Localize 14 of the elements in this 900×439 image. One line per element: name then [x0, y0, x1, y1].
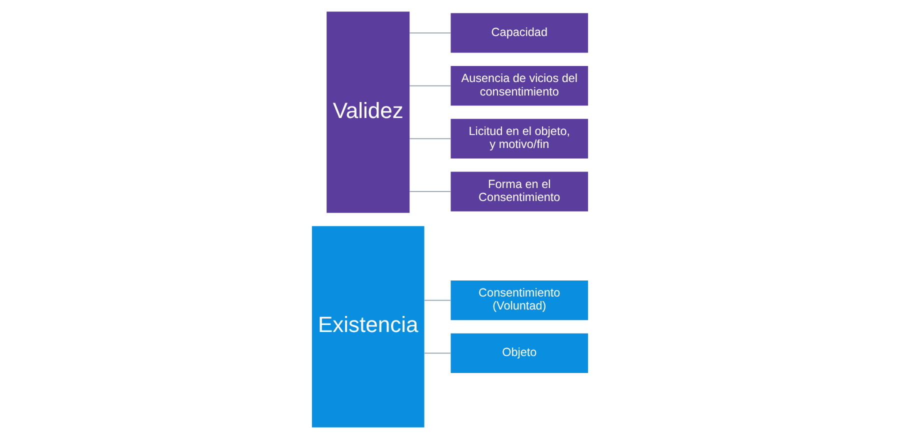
node-box: Existencia: [312, 226, 424, 428]
connector: [409, 138, 452, 140]
node-box: Ausencia de vicios del consentimiento: [450, 66, 588, 106]
node-box: Licitud en el objeto, y motivo/fin: [450, 118, 588, 159]
node-box: Consentimiento (Voluntad): [450, 280, 588, 320]
connector: [409, 32, 452, 34]
connector: [424, 352, 451, 354]
node-box: Forma en el Consentimiento: [450, 172, 588, 212]
connector: [409, 191, 452, 192]
node-box: Objeto: [450, 333, 588, 373]
node-box: Validez: [326, 12, 410, 213]
node-box: Capacidad: [450, 13, 588, 53]
connector: [409, 85, 452, 86]
connector: [424, 300, 451, 301]
